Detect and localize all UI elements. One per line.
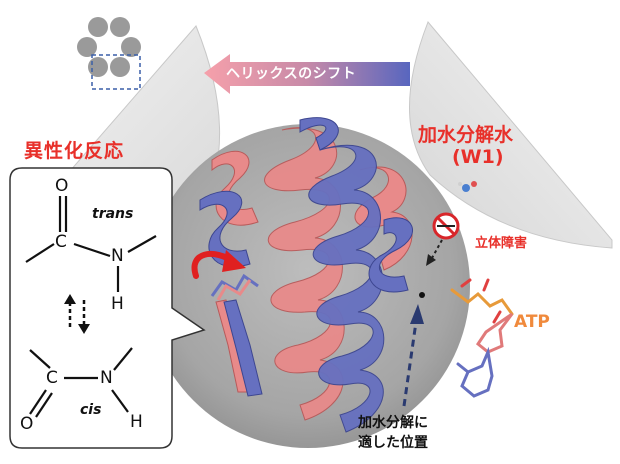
hydrolysis-water-label: 加水分解水 bbox=[418, 124, 514, 146]
cis-oxygen-atom: O bbox=[20, 414, 34, 434]
helix-shift-label: ヘリックスのシフト bbox=[226, 66, 357, 82]
blue-helix-structure bbox=[199, 117, 414, 433]
equilibrium-arrows bbox=[64, 294, 90, 334]
hydrolysis-position-arrow bbox=[402, 304, 424, 407]
hydrolysis-position-label-line1: 加水分解に bbox=[358, 415, 428, 431]
formula-panel bbox=[9, 167, 206, 449]
cis-amide-bonds bbox=[29, 347, 133, 418]
water-approach-arrow bbox=[426, 239, 443, 266]
hexamer-ring-icon bbox=[77, 17, 141, 90]
trans-hydrogen-atom: H bbox=[111, 294, 124, 314]
side-chain-sticks bbox=[210, 273, 259, 301]
steric-hindrance-label: 立体障害 bbox=[475, 236, 528, 251]
atp-label: ATP bbox=[514, 312, 550, 332]
trans-label: trans bbox=[92, 206, 134, 222]
w1-label: (W1) bbox=[452, 146, 504, 168]
cis-hydrogen-atom: H bbox=[130, 412, 143, 432]
right-zoom-wedge bbox=[409, 21, 613, 249]
hydrolysis-position-label-line2: 適した位置 bbox=[358, 435, 428, 451]
trans-nitrogen-atom: N bbox=[111, 246, 124, 266]
curved-rotate-arrow-icon bbox=[191, 250, 246, 279]
helix-shift-arrow bbox=[204, 54, 410, 94]
water-molecule-icon bbox=[458, 181, 477, 192]
cis-label: cis bbox=[80, 402, 102, 418]
hydrolysis-site-dot bbox=[419, 292, 425, 298]
cis-nitrogen-atom: N bbox=[100, 368, 113, 388]
isomerization-label: 異性化反応 bbox=[24, 140, 125, 162]
trans-carbon-atom: C bbox=[55, 232, 67, 252]
cis-carbon-atom: C bbox=[46, 368, 58, 388]
prohibit-icon bbox=[432, 212, 460, 240]
trans-amide-bonds bbox=[25, 196, 157, 292]
atp-molecule bbox=[450, 278, 514, 398]
trans-oxygen-atom: O bbox=[55, 176, 69, 196]
